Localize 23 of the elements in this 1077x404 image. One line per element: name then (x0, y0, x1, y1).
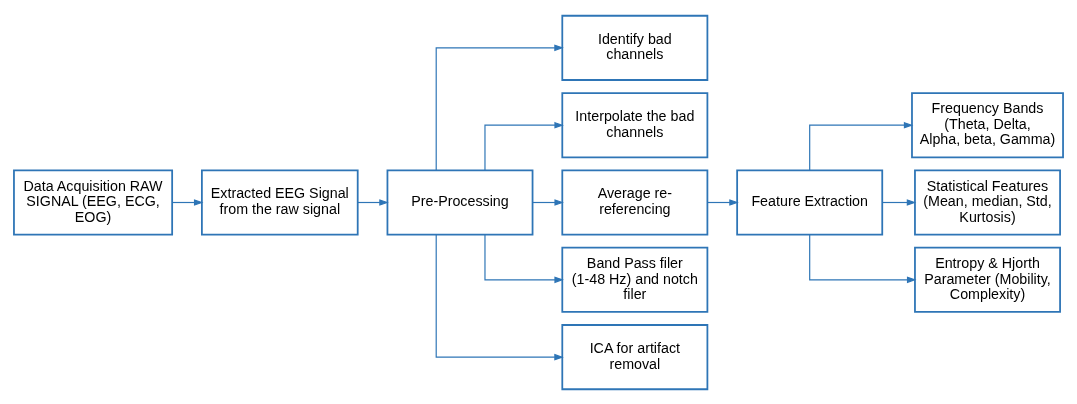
arrow (706, 198, 739, 206)
node-box: Interpolate the bad channels (561, 91, 709, 158)
node-box: Identify bad channels (561, 14, 709, 81)
arrow (357, 198, 389, 206)
node-box: Statistical Features (Mean, median, Std, Kurtosis) (914, 169, 1061, 235)
arrow (809, 233, 917, 283)
node-box: Data Acquisition RAW SIGNAL (EEG, ECG, EOG) (13, 169, 174, 235)
arrow (171, 198, 204, 206)
arrow (435, 44, 564, 171)
arrow (435, 233, 564, 360)
node-box: Extracted EEG Signal from the raw signal (201, 169, 359, 235)
arrow (809, 121, 914, 171)
node-box: ICA for artifact removal (561, 323, 709, 390)
node-box: Band Pass filer (1-48 Hz) and notch filer (561, 246, 709, 313)
node-box: Entropy & Hjorth Parameter (Mobility, Complexity) (914, 246, 1061, 313)
node-box: Frequency Bands (Theta, Delta, Alpha, beta, Gamma) (911, 91, 1064, 158)
node-box: Feature Extraction (736, 169, 884, 235)
arrow (484, 233, 564, 283)
arrow (532, 198, 564, 206)
arrow (484, 121, 564, 171)
node-box: Pre-Processing (386, 169, 534, 235)
node-box: Average re-referencing (561, 169, 709, 235)
arrow (881, 198, 917, 206)
